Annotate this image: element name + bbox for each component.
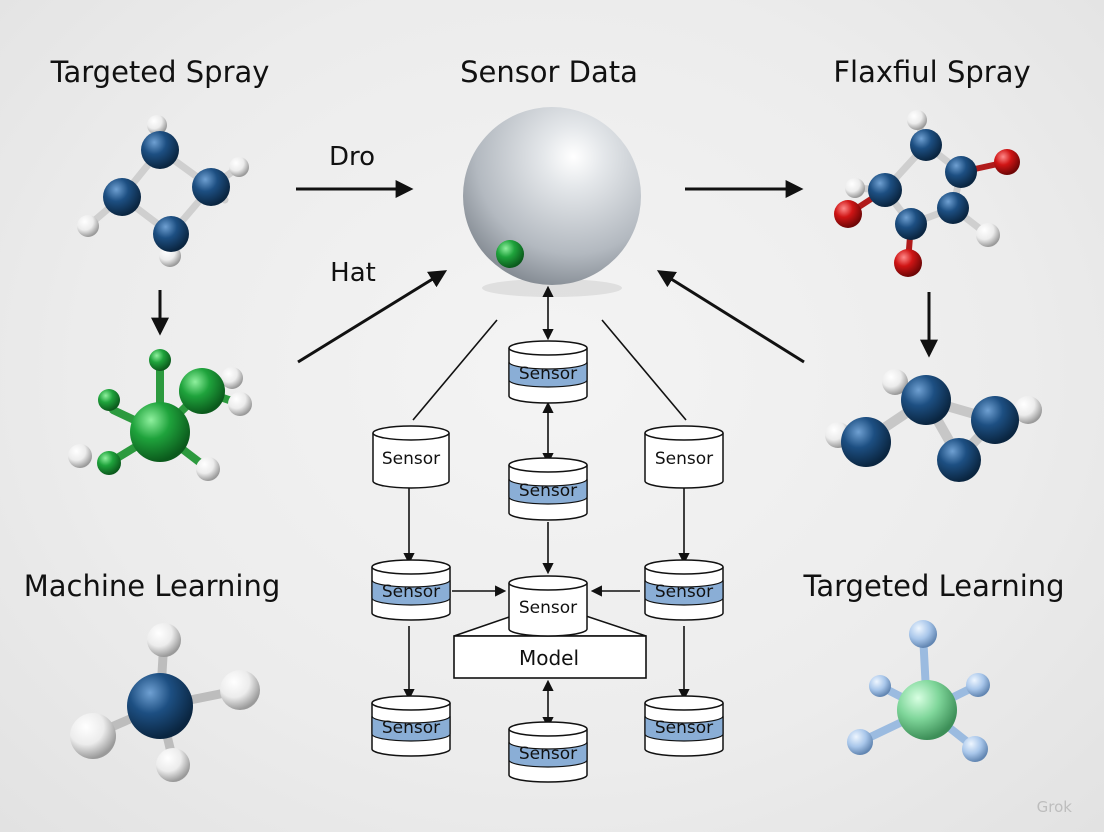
sensor-label: Sensor <box>382 449 440 469</box>
sensor-left-mid: Sensor <box>371 559 451 621</box>
sensor-left-upper: Sensor <box>372 425 450 489</box>
sensor-left-bottom: Sensor <box>371 695 451 757</box>
title-machine-learning: Machine Learning <box>24 569 281 603</box>
sensor-top: Sensor <box>508 340 588 404</box>
title-targeted-spray: Targeted Spray <box>50 55 270 89</box>
arrow-molecule-to-sensor <box>656 270 805 364</box>
sensor-band <box>508 741 588 768</box>
sensor-data-sphere <box>463 107 641 297</box>
sensor-band <box>371 579 451 606</box>
sensor-label: Sensor <box>655 718 713 738</box>
molecule-green <box>68 349 252 481</box>
title-flaxfiul-spray: Flaxfiul Spray <box>833 55 1030 89</box>
sensor-right-mid: Sensor <box>644 559 724 621</box>
sensor-right-upper: Sensor <box>644 425 724 489</box>
arrow-label-hat: Hat <box>330 258 376 288</box>
sensor-network-connectors <box>403 285 690 729</box>
sensor-label: Sensor <box>519 598 577 618</box>
sensor-center-bottom: Sensor <box>508 721 588 783</box>
molecule-flaxfiul-spray <box>834 110 1020 277</box>
sensor-center-upper: Sensor <box>508 457 588 521</box>
sensor-label: Sensor <box>655 582 713 602</box>
model-label: Model <box>519 646 579 670</box>
watermark-grok: Grok <box>1037 798 1073 816</box>
sensor-center-model: Sensor <box>508 575 588 637</box>
sensor-label: Sensor <box>655 449 713 469</box>
sensor-label: Sensor <box>382 582 440 602</box>
molecule-targeted-spray <box>77 115 249 267</box>
molecule-blue-right <box>825 369 1042 482</box>
sensor-label: Sensor <box>382 718 440 738</box>
title-targeted-learning: Targeted Learning <box>802 569 1064 603</box>
sensor-band <box>508 478 588 505</box>
sensor-band <box>644 715 724 742</box>
sensor-band <box>644 579 724 606</box>
sensor-label: Sensor <box>519 364 577 384</box>
sensor-band <box>508 361 588 388</box>
arrow-label-dro: Dro <box>329 142 375 172</box>
green-dot <box>496 240 524 268</box>
sensor-band <box>371 715 451 742</box>
sensors-layer: SensorSensorSensorSensorSensorSensorSens… <box>371 340 724 783</box>
sensor-label: Sensor <box>519 481 577 501</box>
molecule-machine-learning <box>70 623 260 782</box>
sensor-label: Sensor <box>519 744 577 764</box>
sensor-right-bottom: Sensor <box>644 695 724 757</box>
title-sensor-data: Sensor Data <box>460 55 638 89</box>
arrow-green-to-sensor <box>297 270 448 364</box>
molecule-targeted-learning <box>847 620 990 762</box>
